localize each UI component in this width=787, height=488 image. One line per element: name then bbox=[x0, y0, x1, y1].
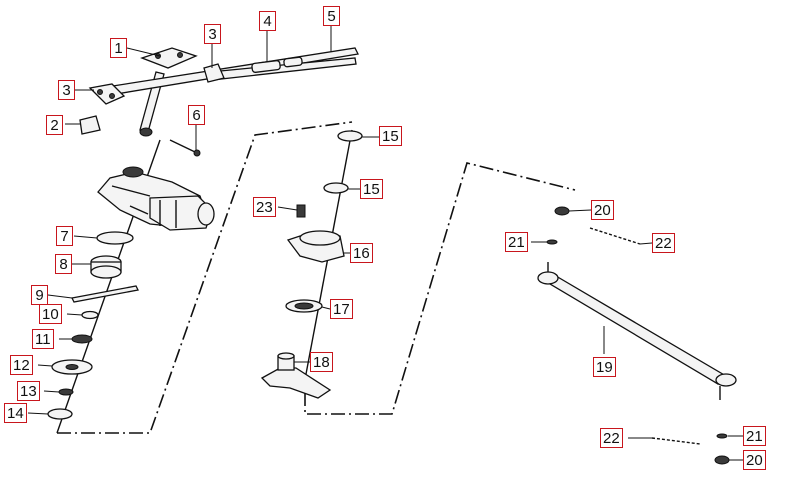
cotter-washer-part bbox=[716, 433, 728, 439]
gear-motor-part bbox=[149, 195, 213, 231]
callout-22: 22 bbox=[652, 233, 675, 253]
washer-part bbox=[81, 310, 99, 320]
cotter-pin-part bbox=[589, 227, 641, 245]
leader-lines bbox=[27, 26, 743, 461]
callout-1: 1 bbox=[110, 38, 127, 58]
tie-rod-end-left bbox=[537, 271, 559, 285]
washer-part bbox=[71, 334, 93, 344]
rod-sleeve bbox=[283, 56, 303, 68]
callout-21: 21 bbox=[505, 232, 528, 252]
callout-20: 20 bbox=[743, 450, 766, 470]
plate-bolt-hole bbox=[177, 52, 183, 58]
callout-12: 12 bbox=[10, 355, 33, 375]
bracket-part bbox=[203, 63, 225, 83]
callout-4: 4 bbox=[259, 11, 276, 31]
callout-20: 20 bbox=[591, 200, 614, 220]
callout-3: 3 bbox=[58, 80, 75, 100]
rod-sleeve bbox=[251, 60, 281, 73]
callout-7: 7 bbox=[56, 226, 73, 246]
thrust-washer-part bbox=[323, 182, 349, 194]
bolt-part bbox=[169, 139, 196, 153]
snap-ring-part bbox=[96, 231, 134, 245]
callout-18: 18 bbox=[310, 352, 333, 372]
bolt-head bbox=[193, 149, 201, 157]
flange-washer-hole bbox=[65, 364, 79, 370]
callout-8: 8 bbox=[55, 254, 72, 274]
gear-top-collar bbox=[122, 166, 144, 178]
washer-part bbox=[58, 388, 74, 396]
callout-16: 16 bbox=[350, 243, 373, 263]
steering-arm-boss-top bbox=[277, 352, 295, 360]
callout-10: 10 bbox=[39, 304, 62, 324]
mounting-plate-part bbox=[140, 47, 198, 69]
callout-3: 3 bbox=[204, 24, 221, 44]
bearing-bottom bbox=[90, 265, 122, 279]
pivot-housing-top bbox=[299, 230, 341, 246]
callout-13: 13 bbox=[17, 381, 40, 401]
callout-15: 15 bbox=[360, 179, 383, 199]
tie-rod-end-right bbox=[715, 373, 737, 387]
nut-part bbox=[714, 455, 730, 465]
tie-rod-19-part bbox=[538, 275, 728, 385]
bracket-hole bbox=[109, 93, 115, 99]
cotter-pin-part bbox=[651, 437, 701, 445]
callout-5: 5 bbox=[323, 6, 340, 26]
pivot-ring-hole bbox=[294, 302, 314, 310]
small-bolt-part bbox=[296, 204, 306, 218]
callout-15: 15 bbox=[379, 126, 402, 146]
callout-22: 22 bbox=[600, 428, 623, 448]
cotter-washer-part bbox=[546, 239, 558, 245]
nut-part bbox=[554, 206, 570, 216]
callout-23: 23 bbox=[253, 197, 276, 217]
thrust-washer-part bbox=[337, 130, 363, 142]
callout-9: 9 bbox=[31, 285, 48, 305]
callout-19: 19 bbox=[593, 357, 616, 377]
gear-housing-detail bbox=[111, 185, 177, 228]
callout-14: 14 bbox=[4, 403, 27, 423]
callout-11: 11 bbox=[32, 329, 54, 349]
assembly-path-line bbox=[57, 121, 353, 434]
bushing-part bbox=[79, 115, 101, 135]
bracket-part bbox=[88, 83, 126, 105]
callout-21: 21 bbox=[743, 426, 766, 446]
seal-ring-part bbox=[47, 408, 73, 420]
assembly-path-line bbox=[304, 162, 576, 415]
gear-motor-end bbox=[197, 202, 215, 226]
callout-6: 6 bbox=[188, 105, 205, 125]
callout-2: 2 bbox=[46, 115, 63, 135]
callout-17: 17 bbox=[330, 299, 353, 319]
key-strip-part bbox=[71, 285, 139, 303]
bracket-hole bbox=[97, 89, 103, 95]
shaft-collar bbox=[139, 127, 153, 137]
